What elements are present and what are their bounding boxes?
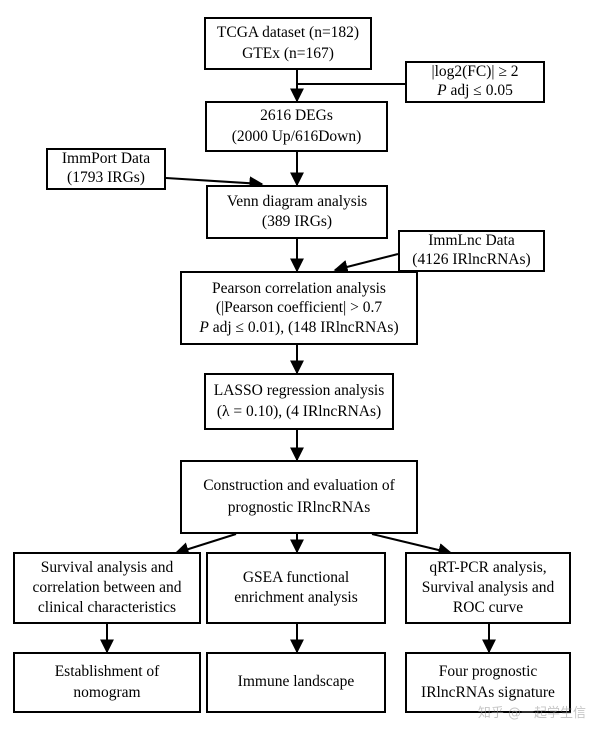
arrow-immport-to-venn: [165, 176, 264, 191]
pearson-line-3: P adj ≤ 0.01), (148 IRlncRNAs): [199, 318, 399, 336]
arrow-immlnc-to-pearson: [333, 253, 399, 274]
immport-line-1: ImmPort Data: [61, 150, 151, 168]
lasso-line-2: (λ = 0.10), (4 IRlncRNAs): [216, 402, 382, 420]
immune-box: Immune landscape: [206, 652, 386, 713]
qrt-line-2: Survival analysis and: [421, 578, 555, 596]
gsea-line-2: enrichment analysis: [234, 589, 358, 606]
survival-line-2: correlation between and: [32, 578, 182, 596]
lasso-box: LASSO regression analysis (λ = 0.10), (4…: [204, 373, 394, 430]
filter-line-1: |log2(FC)| ≥ 2: [431, 63, 519, 81]
pearson-box: Pearson correlation analysis (|Pearson c…: [180, 271, 418, 345]
construction-line-1: Construction and evaluation of: [203, 476, 395, 494]
arrow-construction-to-qrt: [371, 533, 453, 557]
lasso-line-1: LASSO regression analysis: [213, 382, 385, 400]
degs-box: 2616 DEGs (2000 Up/616Down): [205, 101, 388, 152]
four-box: Four prognostic IRlncRNAs signature: [405, 652, 571, 713]
immport-box: ImmPort Data (1793 IRGs): [46, 148, 166, 190]
venn-box: Venn diagram analysis (389 IRGs): [206, 185, 388, 239]
tcga-line-1: TCGA dataset (n=182): [216, 24, 360, 42]
immport-line-2: (1793 IRGs): [67, 169, 145, 186]
immlnc-line-2: (4126 IRlncRNAs): [412, 251, 531, 268]
construction-box: Construction and evaluation of prognosti…: [180, 460, 418, 534]
qrt-line-3: ROC curve: [452, 599, 524, 617]
arrow-construction-to-survival: [174, 533, 237, 556]
four-line-1: Four prognostic: [438, 663, 538, 681]
watermark: 知乎 @一起学生信: [477, 706, 586, 721]
survival-box: Survival analysis and correlation betwee…: [13, 552, 201, 624]
gsea-box: GSEA functional enrichment analysis: [206, 552, 386, 624]
qrt-line-1: qRT-PCR analysis,: [429, 558, 547, 576]
pearson-line-1: Pearson correlation analysis: [212, 279, 386, 297]
degs-line-1: 2616 DEGs: [260, 107, 333, 125]
venn-line-2: (389 IRGs): [261, 213, 333, 230]
immune-line-1: Immune landscape: [237, 673, 355, 691]
tcga-line-2: GTEx (n=167): [242, 44, 334, 62]
survival-line-3: clinical characteristics: [37, 599, 177, 617]
pearson-line-2: (|Pearson coefficient| > 0.7: [215, 299, 383, 317]
nomogram-line-2: nomogram: [73, 683, 141, 701]
immlnc-line-1: ImmLnc Data: [428, 232, 515, 250]
survival-line-1: Survival analysis and: [40, 558, 174, 576]
tcga-box: TCGA dataset (n=182) GTEx (n=167): [204, 17, 372, 70]
nomogram-box: Establishment of nomogram: [13, 652, 201, 713]
nomogram-line-1: Establishment of: [54, 663, 160, 681]
immlnc-box: ImmLnc Data (4126 IRlncRNAs): [398, 230, 545, 272]
filter-box: |log2(FC)| ≥ 2 P adj ≤ 0.05: [405, 61, 545, 103]
qrt-box: qRT-PCR analysis, Survival analysis and …: [405, 552, 571, 624]
gsea-line-1: GSEA functional: [242, 568, 350, 586]
filter-line-2: P adj ≤ 0.05: [437, 82, 513, 99]
construction-line-2: prognostic IRlncRNAs: [227, 499, 371, 516]
four-line-2: IRlncRNAs signature: [421, 683, 555, 701]
degs-line-2: (2000 Up/616Down): [231, 127, 362, 145]
venn-line-1: Venn diagram analysis: [226, 192, 368, 210]
